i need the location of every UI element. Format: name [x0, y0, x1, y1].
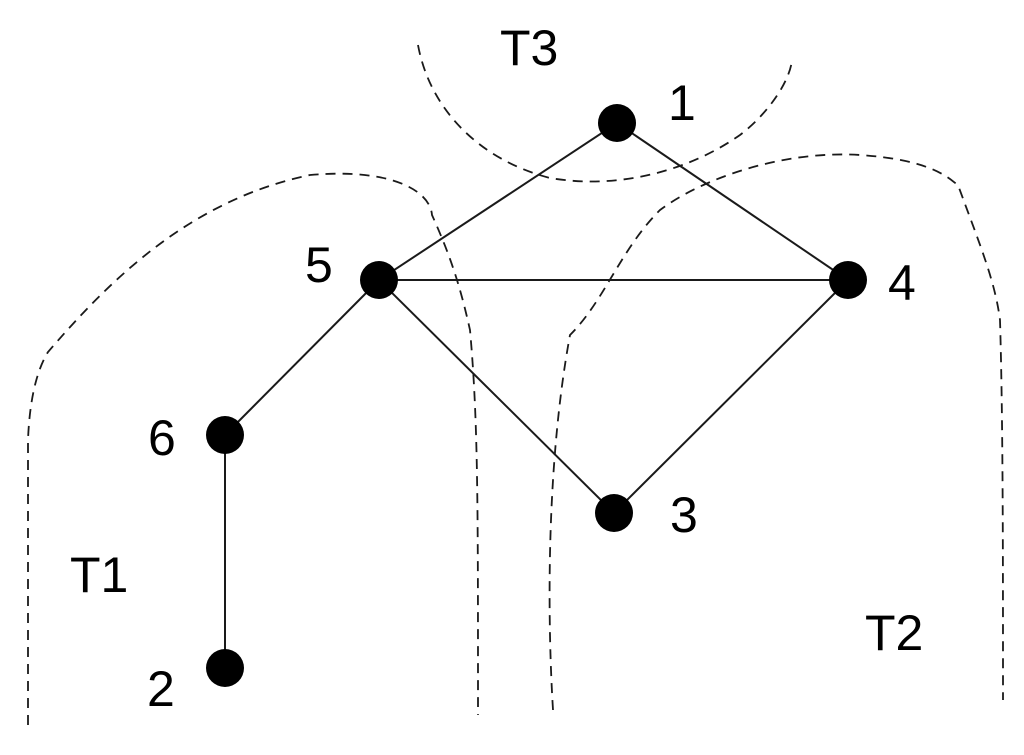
node-2-label: 2 — [147, 661, 175, 717]
edge-1-5 — [378, 122, 618, 281]
edge-1-4 — [616, 122, 849, 281]
node-3-label: 3 — [670, 487, 698, 543]
region-t2-label: T2 — [865, 605, 923, 661]
node-1-label: 1 — [668, 75, 696, 131]
node-1 — [598, 104, 636, 142]
edge-3-4 — [613, 279, 849, 514]
node-6 — [206, 416, 244, 454]
region-t2-boundary — [548, 153, 1004, 711]
node-4-label: 4 — [888, 255, 916, 311]
node-6-label: 6 — [148, 410, 176, 466]
node-3 — [595, 494, 633, 532]
node-4 — [829, 261, 867, 299]
region-t3-boundary — [417, 44, 793, 183]
region-t1-label: T1 — [70, 547, 128, 603]
node-5-label: 5 — [305, 237, 333, 293]
node-5 — [360, 261, 398, 299]
edge-5-3 — [378, 279, 615, 514]
region-t3-label: T3 — [500, 20, 558, 76]
region-t1-boundary — [27, 172, 479, 725]
edge-5-6 — [224, 279, 380, 436]
node-2 — [206, 649, 244, 687]
